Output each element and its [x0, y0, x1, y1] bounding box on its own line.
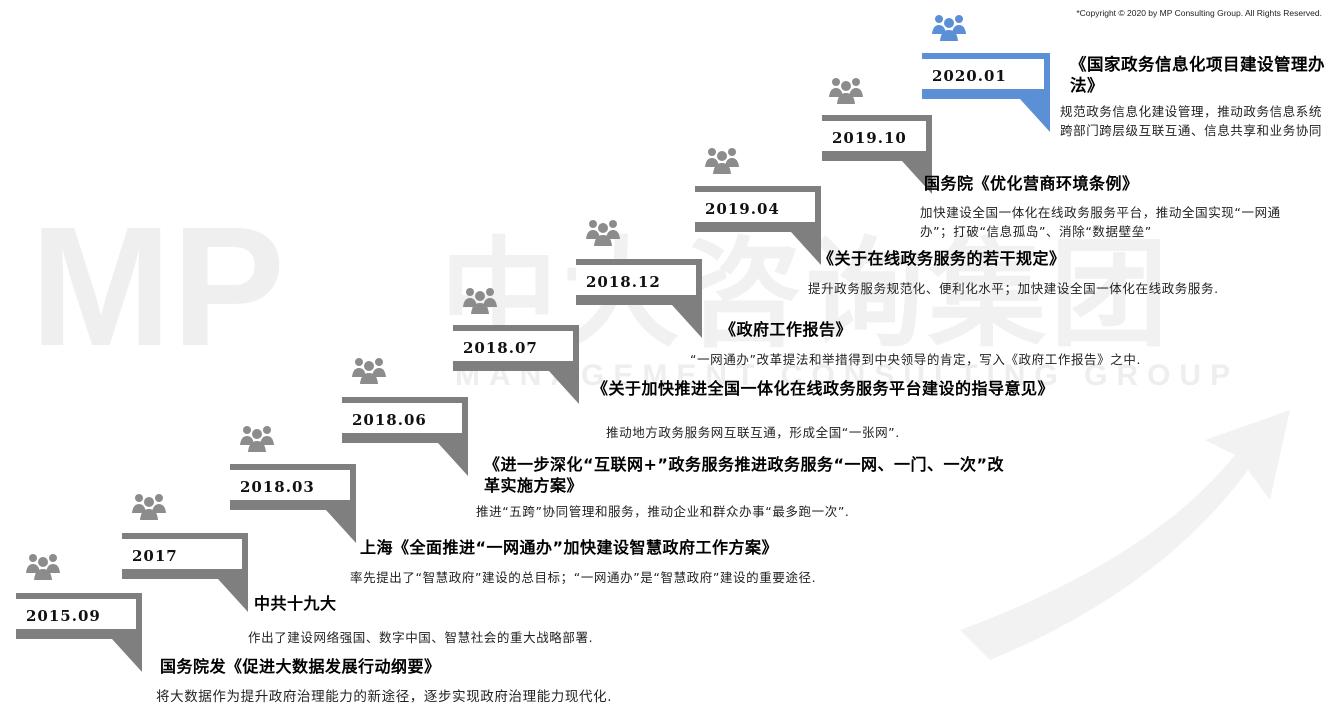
milestone-description: 提升政务服务规范化、便利化水平；加快建设全国一体化在线政务服务. — [808, 281, 1219, 296]
people-group-icon — [352, 358, 386, 384]
milestone-description: 加快建设全国一体化在线政务服务平台，推动全国实现“一网通办”；打破“信息孤岛”、… — [920, 205, 1281, 239]
timeline-step-2019-04: 2019.04 — [695, 186, 821, 232]
milestone-title: 《关于加快推进全国一体化在线政务服务平台建设的指导意见》 — [592, 379, 1055, 398]
milestone-title: 国务院《优化营商环境条例》 — [924, 174, 1139, 193]
step-shape — [922, 53, 1050, 99]
timeline-step-2018-07: 2018.07 — [453, 325, 579, 371]
milestone-description: 推动地方政务服务网互联互通，形成全国“一张网”. — [606, 425, 900, 440]
milestone-title: 中共十九大 — [254, 594, 337, 613]
timeline-step-2018-12: 2018.12 — [576, 259, 702, 305]
people-group-icon — [932, 15, 966, 41]
people-group-icon — [463, 288, 497, 314]
step-date: 2018.03 — [240, 478, 315, 496]
people-group-icon — [586, 220, 620, 246]
milestone-title: 《进一步深化“互联网+”政务服务推进政务服务“一网、一门、一次”改革实施方案》 — [484, 455, 1004, 495]
step-date: 2019.10 — [832, 129, 907, 147]
milestone-title: 《国家政务信息化项目建设管理办法》 — [1070, 55, 1325, 95]
people-group-icon — [26, 554, 60, 580]
step-date: 2018.07 — [463, 339, 538, 357]
step-date: 2018.12 — [586, 273, 661, 291]
milestone-title: 国务院发《促进大数据发展行动纲要》 — [160, 657, 441, 676]
step-date: 2017 — [132, 547, 178, 565]
step-shape — [576, 259, 702, 305]
milestone-title: 《关于在线政务服务的若干规定》 — [818, 249, 1066, 268]
step-date: 2018.06 — [352, 411, 427, 429]
people-group-icon — [240, 426, 274, 452]
milestone-title: 上海《全面推进“一网通办”加快建设智慧政府工作方案》 — [360, 538, 779, 557]
step-date: 2019.04 — [705, 200, 780, 218]
step-date: 2015.09 — [26, 607, 101, 625]
step-date: 2020.01 — [932, 67, 1007, 85]
step-shape — [16, 593, 142, 639]
timeline-step-2020-01: 2020.01 — [922, 53, 1050, 99]
step-shape — [453, 325, 579, 371]
timeline-step-2015-09: 2015.09 — [16, 593, 142, 639]
step-shape — [122, 533, 248, 579]
milestone-description: 作出了建设网络强国、数字中国、智慧社会的重大战略部署. — [248, 630, 594, 645]
people-group-icon — [829, 78, 863, 104]
milestone-description: “一网通办”改革提法和举措得到中央领导的肯定，写入《政府工作报告》之中. — [690, 352, 1142, 367]
step-shape — [822, 115, 932, 161]
milestone-description: 规范政务信息化建设管理，推动政务信息系统跨部门跨层级互联互通、信息共享和业务协同 — [1060, 104, 1323, 138]
timeline-step-2018-06: 2018.06 — [342, 397, 468, 443]
people-group-icon — [705, 148, 739, 174]
timeline-step-2017: 2017 — [122, 533, 248, 579]
timeline-step-2019-10: 2019.10 — [822, 115, 932, 161]
step-shape — [695, 186, 821, 232]
people-group-icon — [132, 494, 166, 520]
milestone-description: 将大数据作为提升政府治理能力的新途径，逐步实现政府治理能力现代化. — [156, 689, 613, 705]
milestone-description: 率先提出了“智慧政府”建设的总目标；“一网通办”是“智慧政府”建设的重要途径. — [350, 570, 817, 585]
milestone-title: 《政府工作报告》 — [720, 320, 853, 339]
copyright-notice: *Copyright © 2020 by MP Consulting Group… — [1076, 8, 1322, 18]
milestone-description: 推进“五跨”协同管理和服务，推动企业和群众办事“最多跑一次”. — [476, 504, 850, 519]
step-shape — [230, 464, 356, 510]
timeline-step-2018-03: 2018.03 — [230, 464, 356, 510]
step-shape — [342, 397, 468, 443]
